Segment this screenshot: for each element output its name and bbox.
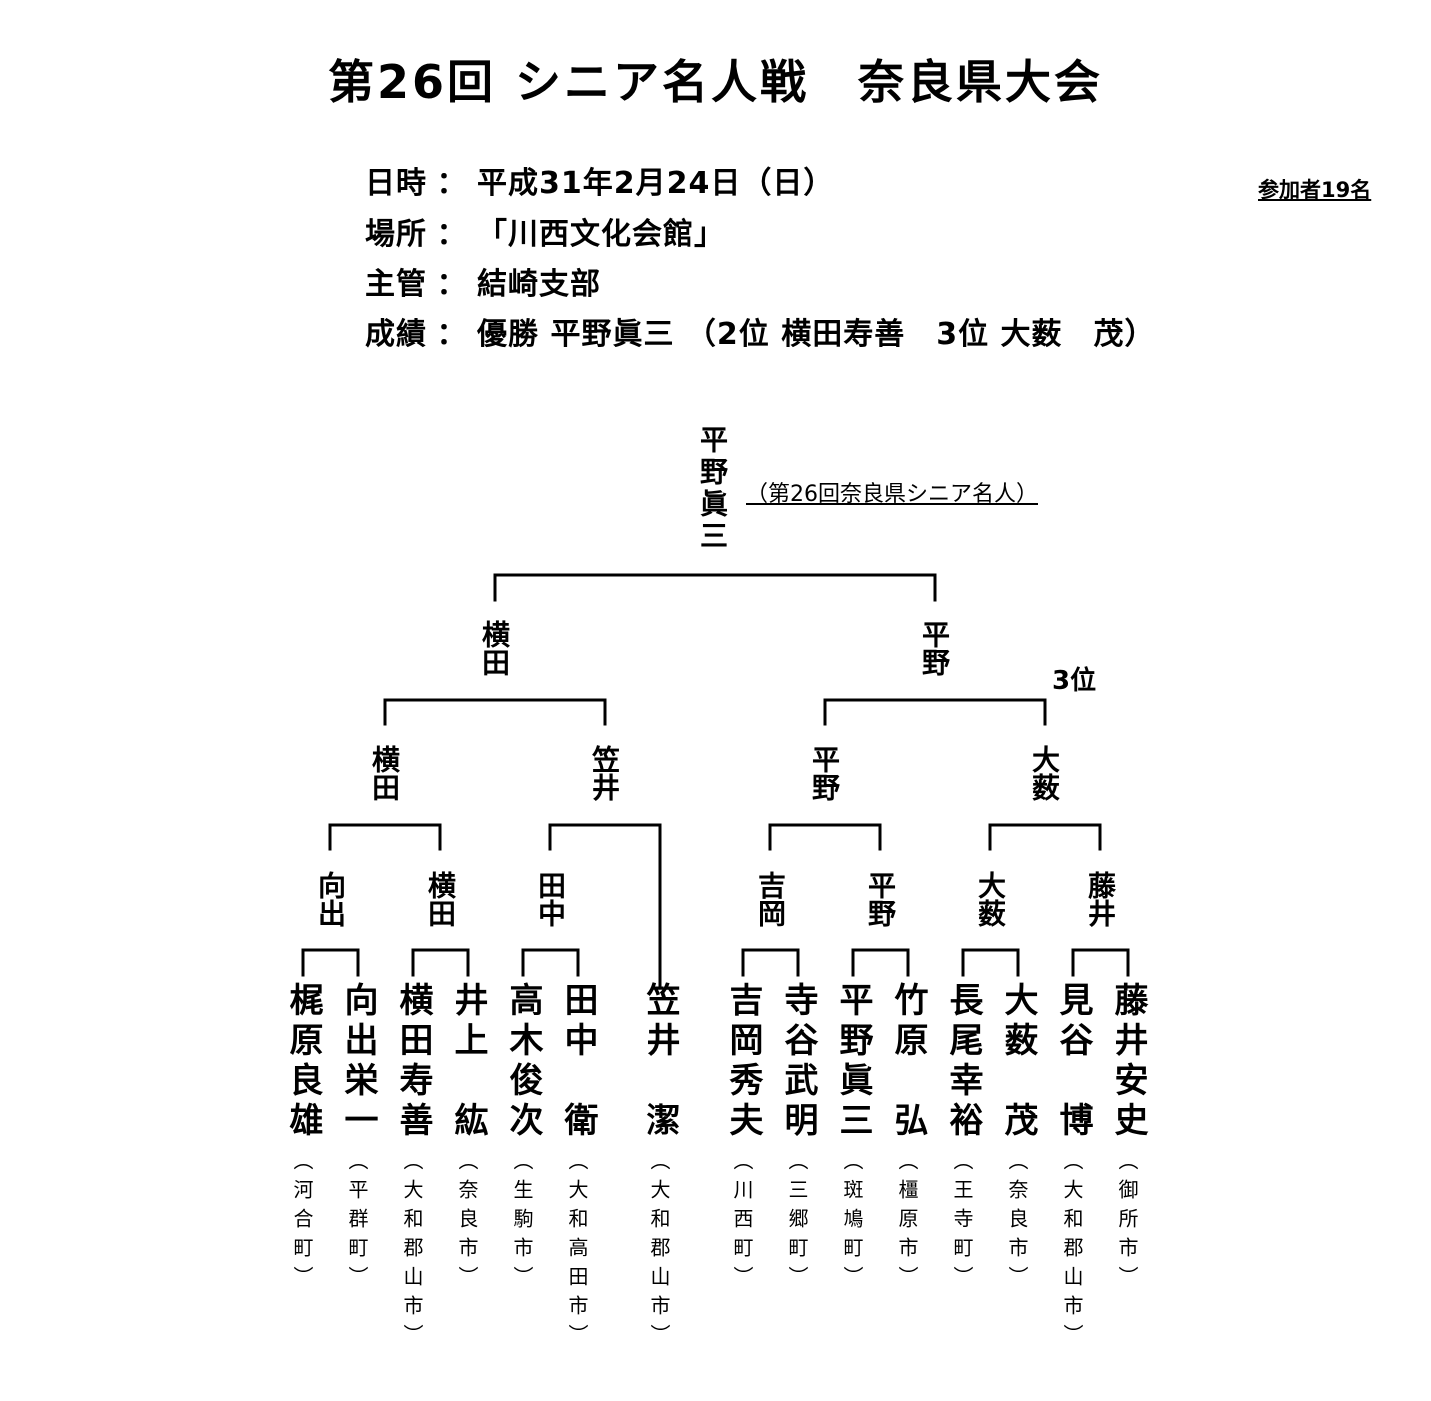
info-value-organizer: 結崎支部 <box>477 267 601 302</box>
quarterfinal-node: 大薮 <box>974 871 1007 927</box>
player-city: （三郷町） <box>785 1150 809 1295</box>
info-value-venue: 「川西文化会館」 <box>477 217 725 252</box>
player-city: （大和郡山市） <box>647 1150 671 1353</box>
player-name: 平野眞三 <box>833 982 873 1142</box>
player-name: 田中 衛 <box>558 982 598 1142</box>
player-name: 大薮 茂 <box>998 982 1038 1142</box>
info-label-date: 日時 <box>365 166 427 201</box>
bracket-r16-2 <box>411 948 470 977</box>
player-city: （河合町） <box>290 1150 314 1295</box>
player-city: （大和高田市） <box>565 1150 589 1353</box>
quarterfinal-node: 田中 <box>534 871 567 927</box>
info-colon: ： <box>436 317 468 352</box>
player-city: （王寺町） <box>950 1150 974 1295</box>
player-city: （大和郡山市） <box>1060 1150 1084 1353</box>
player-name: 長尾幸裕 <box>943 982 983 1142</box>
bracket-r16-1 <box>301 948 360 977</box>
quarterfinal-node: 吉岡 <box>754 871 787 927</box>
semifinal-node: 平野 <box>808 745 841 801</box>
quarterfinal-node: 横田 <box>424 871 457 927</box>
bracket-r16-4 <box>741 948 800 977</box>
info-value-date: 平成31年2月24日（日） <box>477 166 835 201</box>
final-node-right: 平野 <box>918 620 951 676</box>
player-city: （大和郡山市） <box>400 1150 424 1353</box>
page-title: 第26回 シニア名人戦 奈良県大会 <box>327 55 1104 109</box>
quarterfinal-node: 向出 <box>314 871 347 927</box>
bracket-qf-3 <box>768 823 882 851</box>
player-city: （奈良市） <box>1005 1150 1029 1295</box>
player-city: （橿原市） <box>895 1150 919 1295</box>
bracket-semifinal-right <box>823 698 1047 726</box>
player-name: 井上 紘 <box>448 982 488 1142</box>
bracket-final <box>493 573 937 602</box>
semifinal-node: 笠井 <box>588 745 621 801</box>
participant-count: 参加者19名 <box>1258 178 1372 202</box>
bracket-r16-3 <box>521 948 580 977</box>
quarterfinal-node: 平野 <box>864 871 897 927</box>
semifinal-node: 大薮 <box>1028 745 1061 801</box>
player-name: 笠井 潔 <box>640 982 680 1142</box>
bracket-r16-6 <box>961 948 1020 977</box>
player-city: （斑鳩町） <box>840 1150 864 1295</box>
player-city: （奈良市） <box>455 1150 479 1295</box>
bracket-qf-1 <box>328 823 442 851</box>
info-row-date: 日時 ： 平成31年2月24日（日） <box>365 158 834 202</box>
player-name: 梶原良雄 <box>283 982 323 1142</box>
player-name: 吉岡秀夫 <box>723 982 763 1142</box>
player-name: 藤井安史 <box>1108 982 1148 1142</box>
info-row-organizer: 主管 ： 結崎支部 <box>365 259 601 303</box>
info-label-organizer: 主管 <box>365 267 427 302</box>
info-label-results: 成績 <box>365 317 427 352</box>
player-name: 向出栄一 <box>338 982 378 1142</box>
player-name: 寺谷武明 <box>778 982 818 1142</box>
player-name: 竹原 弘 <box>888 982 928 1142</box>
bracket-semifinal-left <box>383 698 607 726</box>
info-colon: ： <box>436 217 468 252</box>
player-city: （生駒市） <box>510 1150 534 1295</box>
player-city: （川西町） <box>730 1150 754 1295</box>
quarterfinal-node: 藤井 <box>1084 871 1117 927</box>
info-value-results: 優勝 平野眞三 （2位 横田寿善 3位 大薮 茂） <box>477 317 1156 352</box>
champion-title: （第26回奈良県シニア名人） <box>746 482 1038 507</box>
info-colon: ： <box>436 267 468 302</box>
player-name: 見谷 博 <box>1053 982 1093 1142</box>
player-name: 横田寿善 <box>393 982 433 1142</box>
info-row-results: 成績 ： 優勝 平野眞三 （2位 横田寿善 3位 大薮 茂） <box>365 309 1156 353</box>
bracket-r16-5 <box>851 948 910 977</box>
info-label-venue: 場所 <box>365 217 427 252</box>
final-node-left: 横田 <box>478 620 511 676</box>
player-name: 高木俊次 <box>503 982 543 1142</box>
bracket-r16-7 <box>1071 948 1130 977</box>
player-city: （平群町） <box>345 1150 369 1295</box>
info-row-venue: 場所 ： 「川西文化会館」 <box>365 209 725 253</box>
champion-name: 平野眞三 <box>696 425 729 553</box>
third-place-label: 3位 <box>1052 666 1097 696</box>
player-city: （御所市） <box>1115 1150 1139 1295</box>
info-colon: ： <box>436 166 468 201</box>
bracket-qf-4 <box>988 823 1102 851</box>
semifinal-node: 横田 <box>368 745 401 801</box>
